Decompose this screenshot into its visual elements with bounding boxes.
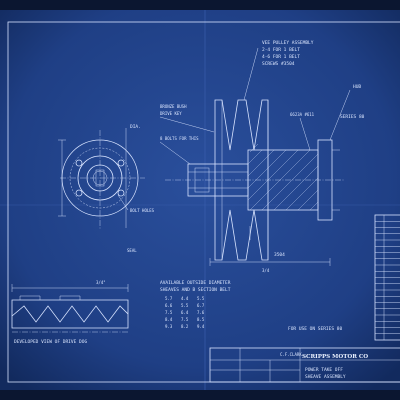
title-block — [209, 347, 400, 383]
table-cell: 9.3 — [165, 324, 173, 329]
series-note: SERIES 80 — [340, 114, 365, 120]
diameter-table: 5.7 4.4 5.5 6.6 5.5 6.7 7.5 6.4 7.6 8.4 7.5 8.5 9.3 8… — [165, 296, 205, 329]
table-cell: 4.4 — [181, 296, 189, 301]
company-name: SCRIPPS MOTOR CO — [302, 354, 368, 360]
bronze-note: BRONZE BUSH — [160, 104, 187, 109]
table-cell: 5.5 — [197, 296, 205, 301]
dim-bottom: 3/4 — [262, 268, 270, 273]
belt-note-1: 2-4 FOR 1 BELT — [262, 47, 300, 53]
belt-note-2: 4-6 FOR 1 BELT — [262, 54, 300, 60]
table-cell: 9.4 — [197, 324, 205, 329]
hub-note: HUB — [353, 84, 361, 90]
for-use-note: FOR USE ON SERIES 80 — [288, 326, 342, 332]
eight-bolts-note: 8 BOLTS FOR THIS — [160, 136, 199, 141]
paper — [0, 10, 400, 390]
table-cell: 6.6 — [165, 303, 173, 308]
developed-view-caption: DEVELOPED VIEW OF DRIVE DOG — [14, 339, 87, 345]
table-cell: 7.5 — [165, 310, 173, 315]
seal-note: SEAL — [127, 248, 137, 253]
drawn-by: C.F.CLARK — [280, 352, 302, 357]
table-cell: 6.4 — [181, 310, 189, 315]
screw-note: SCREWS #3504 — [262, 61, 295, 67]
drawing-border — [7, 21, 400, 383]
bolt-holes-note: BOLT HOLES — [130, 208, 155, 213]
drawing-title-line1: POWER TAKE OFF — [305, 367, 343, 373]
ref-number: 6623A #611 — [290, 112, 315, 117]
table-cell: 8.2 — [181, 324, 189, 329]
table-cell: 7.5 — [181, 317, 189, 322]
drive-key-note: DRIVE KEY — [160, 111, 182, 116]
v-pulley-note: VEE PULLEY ASSEMBLY — [262, 40, 314, 46]
table-cell: 6.7 — [197, 303, 205, 308]
flange-end-view — [58, 128, 145, 230]
sheave-section-view — [165, 47, 351, 266]
available-table-subtitle: SHEAVES AND B SECTION BELT — [160, 287, 231, 293]
table-cell: 7.6 — [197, 310, 205, 315]
dia-label: DIA. — [130, 124, 141, 130]
table-cell: 5.7 — [165, 296, 173, 301]
dim-3504: 3504 — [274, 252, 285, 258]
drawing-title-line2: SHEAVE ASSEMBLY — [305, 374, 346, 380]
table-cell: 5.5 — [181, 303, 189, 308]
developed-view-dim: 3/4" — [96, 280, 106, 285]
developed-view-drive-dog — [11, 284, 129, 333]
available-table-title: AVAILABLE OUTSIDE DIAMETER — [160, 280, 231, 286]
table-cell: 8.5 — [197, 317, 205, 322]
table-cell: 8.4 — [165, 317, 173, 322]
revision-grid — [374, 214, 400, 341]
